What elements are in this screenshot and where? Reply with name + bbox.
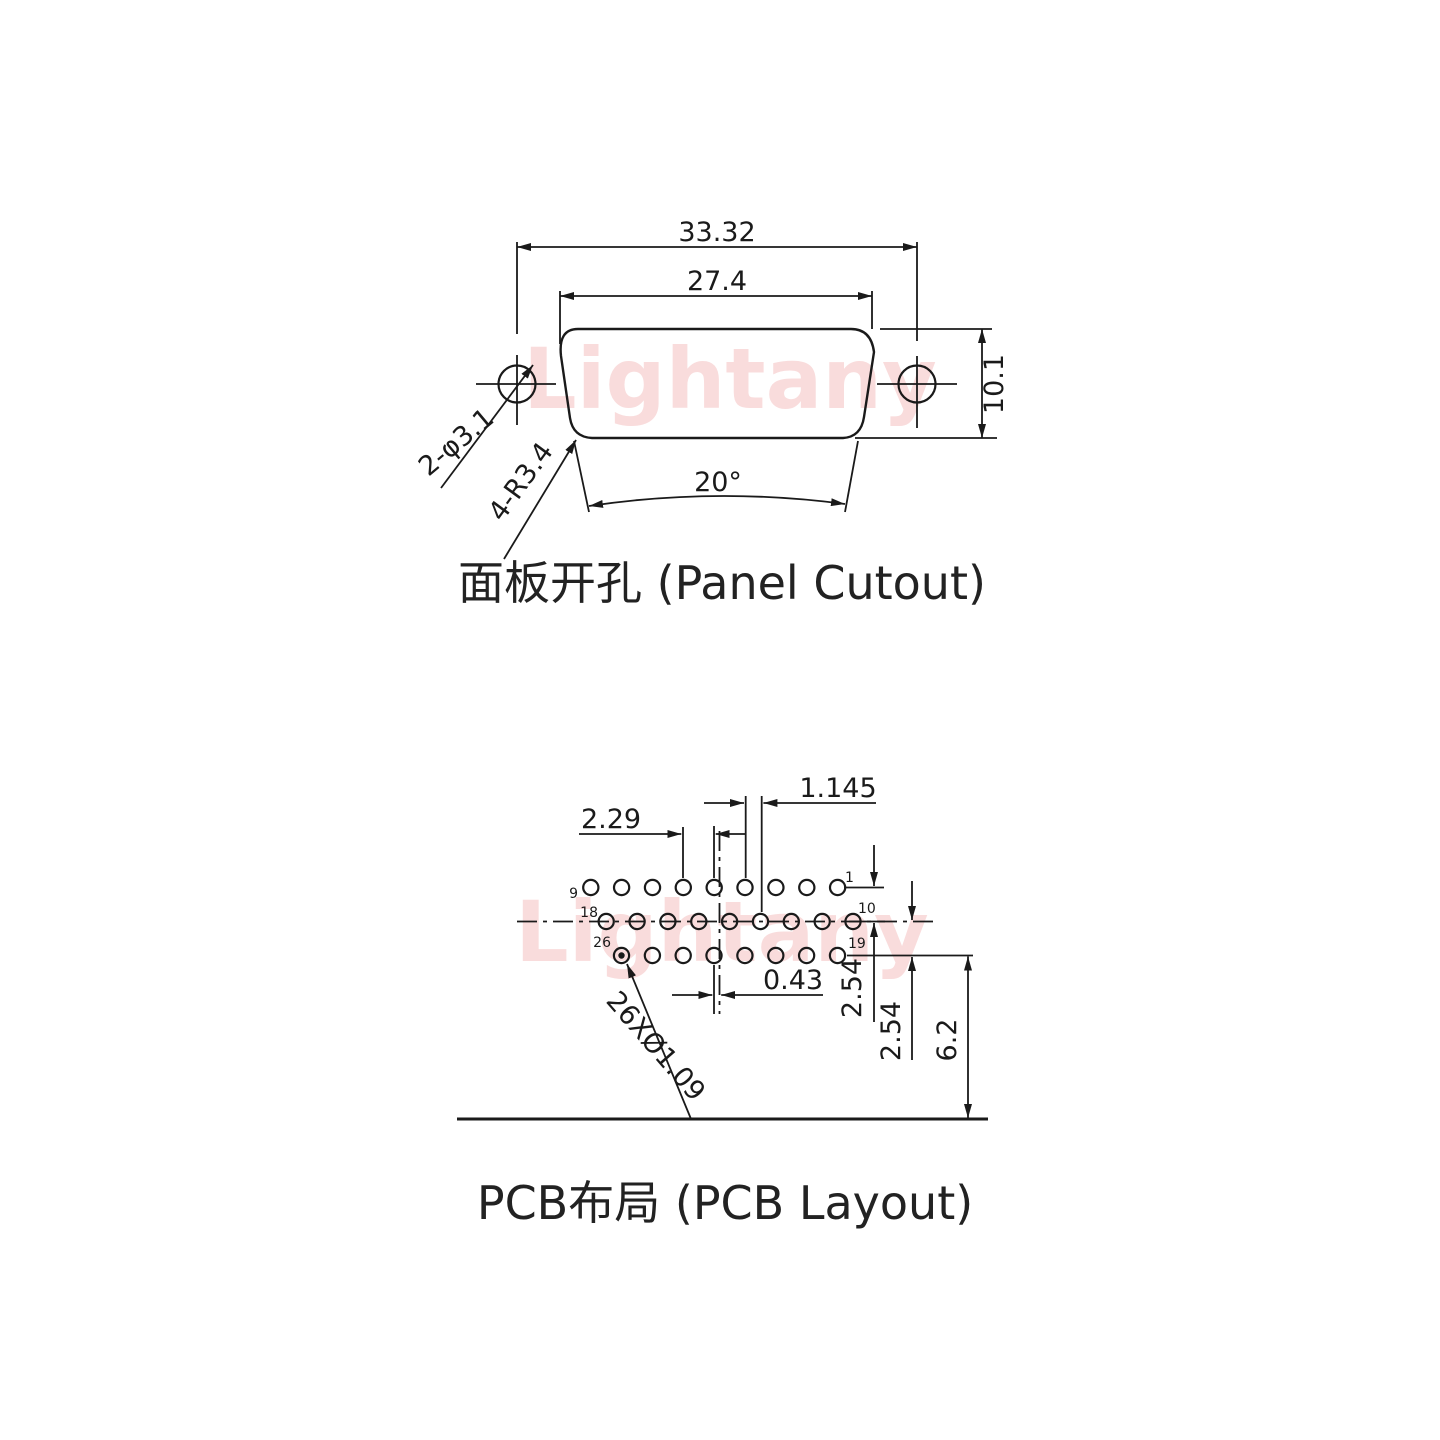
- pin-label-18: 18: [580, 905, 598, 921]
- pcb-hole: [813, 912, 831, 931]
- pcb-hole: [612, 878, 631, 897]
- pcb-hole: [705, 946, 723, 965]
- pcb-hole: [797, 946, 816, 965]
- pcb-hole: [751, 912, 770, 931]
- pin-label-19: 19: [848, 936, 866, 952]
- leader-hole-callout: [626, 963, 692, 1120]
- pcb-hole: [674, 878, 693, 897]
- pcb-hole: [582, 878, 600, 897]
- pin-label-9: 9: [569, 886, 578, 902]
- dim-text-hole-callout: 26XØ1.09: [600, 986, 711, 1108]
- dim-text-half-pitch: 1.145: [799, 773, 876, 804]
- panel-cutout-title: 面板开孔 (Panel Cutout): [458, 556, 986, 610]
- pcb-hole: [767, 878, 785, 897]
- pcb-hole: [597, 912, 615, 931]
- dim-text-cutout-width: 27.4: [687, 266, 747, 297]
- pcb-layout-title: PCB布局 (PCB Layout): [477, 1176, 973, 1230]
- pin-label-10: 10: [858, 901, 876, 917]
- pin-label-26: 26: [593, 935, 611, 951]
- pcb-hole: [612, 946, 631, 965]
- watermark-top: Lightany: [523, 330, 937, 428]
- watermark-bottom: Lightany: [515, 883, 929, 981]
- ext-line-slant-right: [844, 440, 859, 513]
- pcb-layout-drawing: 1.145 2.29 0.43 2.54 2.54 6.2 26XØ1.09 9…: [457, 773, 988, 1230]
- pcb-hole: [690, 912, 708, 931]
- dim-text-edge-distance: 6.2: [932, 1019, 963, 1062]
- dim-text-center-offset: 0.43: [763, 965, 823, 996]
- pcb-hole: [628, 912, 646, 931]
- pcb-hole: [736, 878, 754, 897]
- pcb-hole: [736, 946, 754, 965]
- pcb-hole-center-dot: [618, 952, 625, 959]
- pcb-hole: [767, 946, 785, 965]
- ext-line-slant-left: [573, 440, 590, 513]
- leader-mount-holes: [440, 364, 534, 489]
- pcb-hole: [705, 878, 723, 897]
- dim-text-cutout-height: 10.1: [979, 354, 1010, 414]
- pcb-hole: [720, 912, 739, 931]
- pcb-hole: [643, 878, 662, 897]
- pcb-hole: [798, 878, 816, 897]
- pcb-hole: [828, 946, 847, 965]
- dim-arc-side-angle: [588, 495, 846, 508]
- dim-text-row-spacing-bottom: 2.54: [876, 1001, 907, 1061]
- dim-text-mount-holes: 2-φ3.1: [413, 402, 500, 482]
- dim-text-pitch: 2.29: [581, 804, 641, 835]
- pcb-hole: [782, 912, 801, 931]
- dim-text-corner-radius: 4-R3.4: [483, 437, 560, 527]
- dim-text-overall-width: 33.32: [678, 217, 755, 248]
- pcb-hole: [659, 912, 677, 931]
- pcb-hole: [643, 946, 662, 965]
- dim-text-side-angle: 20°: [694, 467, 742, 498]
- pin-label-1: 1: [845, 870, 854, 886]
- pcb-hole: [674, 946, 692, 965]
- leader-corner-radius: [503, 439, 577, 560]
- dsub-cutout-outline: [559, 327, 876, 440]
- pcb-holes: [582, 878, 862, 965]
- dim-text-row-spacing-top: 2.54: [837, 958, 868, 1018]
